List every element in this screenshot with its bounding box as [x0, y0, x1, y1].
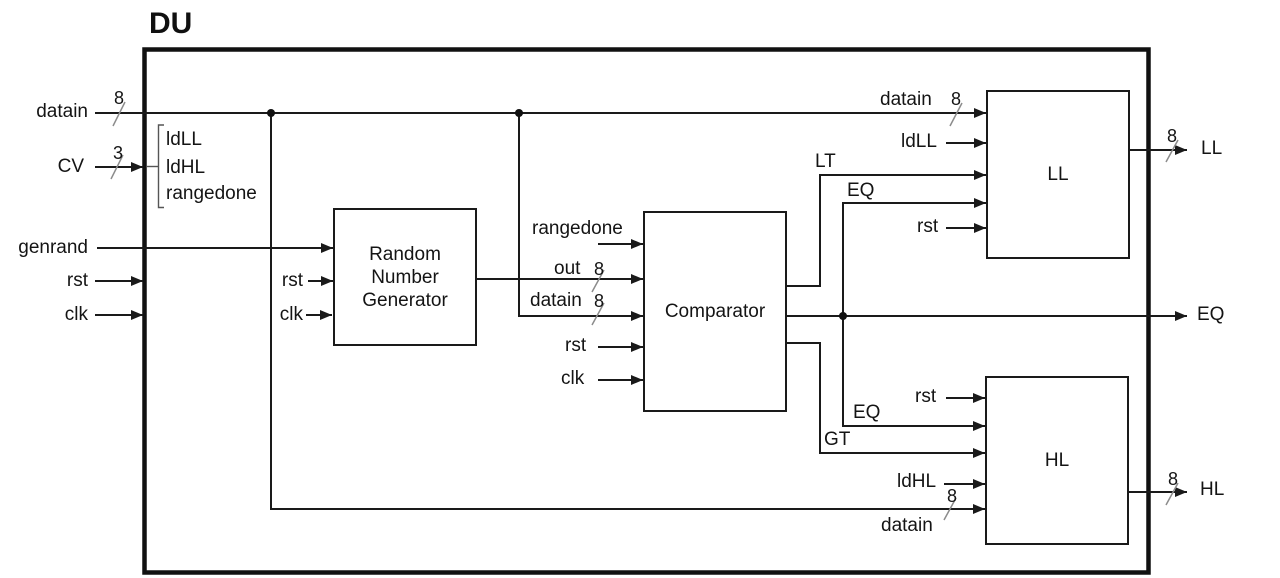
port-label-hl-out: HL — [1200, 479, 1225, 500]
wire-eq-to-ll — [842, 198, 986, 316]
cv-signal-ldll: ldLL — [166, 129, 202, 150]
rng-pin-clk: clk — [279, 304, 303, 325]
port-label-ll-out: LL — [1201, 138, 1223, 159]
ll-pin-datain: datain — [880, 89, 932, 110]
junction-dot-eq — [839, 312, 847, 320]
cv-signal-ldhl: ldHL — [166, 157, 206, 178]
cmp-pin-rst: rst — [565, 335, 587, 356]
port-label-clk: clk — [64, 304, 88, 325]
bus-width-hl-out: 8 — [1168, 469, 1179, 489]
du-boundary-box — [142, 47, 1151, 575]
bus-slash-cv — [110, 154, 124, 180]
net-label-eq-to-hl: EQ — [853, 402, 881, 423]
port-label-cv: CV — [57, 156, 84, 177]
wire-datain-to-hl — [270, 113, 985, 514]
bus-width-cv: 3 — [113, 143, 124, 163]
port-label-eq-out: EQ — [1197, 304, 1225, 325]
block-random-number-generator-label: Random Number Generator — [362, 243, 448, 311]
block-hl-label: HL — [1044, 450, 1070, 471]
bus-width-cmp-datain: 8 — [594, 291, 605, 311]
bus-slash-hl-datain — [943, 497, 957, 521]
cv-signal-rangedone: rangedone — [166, 183, 257, 204]
port-label-rst: rst — [66, 270, 88, 291]
bus-width-ll-out: 8 — [1167, 126, 1178, 146]
bus-slash-ll-datain — [949, 102, 963, 127]
net-label-lt: LT — [815, 151, 836, 172]
junction-dot-datain-2 — [515, 109, 523, 117]
diagram-title: DU — [149, 7, 193, 40]
bus-width-ll-datain: 8 — [951, 89, 962, 109]
cv-fanout-bracket — [157, 124, 164, 209]
bus-width-datain-in: 8 — [114, 88, 125, 108]
hl-pin-rst: rst — [915, 386, 937, 407]
block-comparator-label: Comparator — [664, 301, 766, 322]
bus-width-cmp-out: 8 — [594, 259, 605, 279]
rng-pin-rst: rst — [281, 270, 303, 291]
block-comparator: Comparator — [643, 211, 787, 412]
bus-width-hl-datain: 8 — [947, 486, 958, 506]
block-ll: LL — [986, 90, 1130, 259]
block-random-number-generator: Random Number Generator — [333, 208, 477, 346]
junction-dot-datain-1 — [267, 109, 275, 117]
cmp-pin-rangedone: rangedone — [532, 218, 623, 239]
port-label-genrand: genrand — [18, 237, 88, 258]
block-hl: HL — [985, 376, 1129, 545]
cmp-pin-clk: clk — [561, 368, 585, 389]
wire-lt — [787, 170, 986, 287]
wire-eq-to-hl — [842, 316, 985, 431]
cmp-pin-out: out — [554, 258, 581, 279]
bus-slash-hl-out — [1165, 482, 1179, 506]
block-ll-label: LL — [1047, 164, 1069, 185]
net-label-eq-to-ll: EQ — [847, 180, 875, 201]
net-label-gt: GT — [824, 429, 851, 450]
wire-datain-to-comparator — [518, 113, 643, 321]
hl-pin-ldhl: ldHL — [897, 471, 937, 492]
cmp-pin-datain: datain — [530, 290, 582, 311]
bus-slash-cmp-datain — [591, 302, 605, 326]
bus-slash-datain-in — [112, 101, 126, 127]
port-label-datain: datain — [36, 101, 88, 122]
hl-pin-datain: datain — [881, 515, 933, 536]
bus-slash-cmp-out — [591, 269, 605, 293]
wire-gt — [787, 342, 985, 458]
ll-pin-rst: rst — [917, 216, 939, 237]
bus-slash-ll-out — [1165, 139, 1179, 163]
ll-pin-ldll: ldLL — [901, 131, 937, 152]
